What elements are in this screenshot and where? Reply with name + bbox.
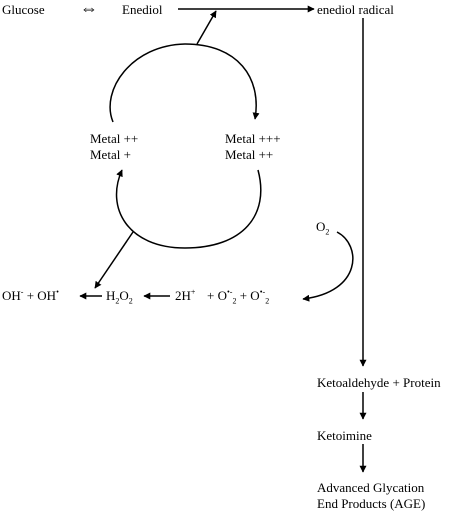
ketoaldehyde-protein-label: Ketoaldehyde + Protein bbox=[317, 375, 441, 390]
arrow-loop-to-hydroxyl bbox=[94, 231, 134, 289]
enediol-label: Enediol bbox=[122, 2, 163, 17]
oxygen-label: O2 bbox=[316, 219, 330, 237]
metal-right-lower-label: Metal ++ bbox=[225, 147, 274, 162]
age-line1-label: Advanced Glycation bbox=[317, 480, 425, 495]
age-line2-label: End Products (AGE) bbox=[317, 496, 426, 511]
metal-redox-upper-loop bbox=[109, 43, 260, 123]
metal-left-upper-label: Metal ++ bbox=[90, 131, 139, 146]
ketoimine-label: Ketoimine bbox=[317, 428, 372, 443]
superoxide-label: + O•-2 + O•-2 bbox=[207, 287, 270, 306]
protons-label: 2H+ bbox=[175, 287, 196, 303]
metal-right-upper-label: Metal +++ bbox=[225, 131, 281, 146]
equilibrium-arrow-icon: ⇔ bbox=[80, 0, 98, 18]
enediol-radical-label: enediol radical bbox=[317, 2, 394, 17]
arrow-oxygen-to-superoxide bbox=[302, 231, 354, 302]
arrow-cycle-to-enediol bbox=[196, 10, 217, 45]
glucose-label: Glucose bbox=[2, 2, 45, 17]
hydrogen-peroxide-label: H2O2 bbox=[106, 288, 133, 306]
metal-left-lower-label: Metal + bbox=[90, 147, 131, 162]
hydroxide-products-label: OH- + OH• bbox=[2, 287, 59, 303]
metal-redox-lower-loop bbox=[115, 169, 262, 249]
